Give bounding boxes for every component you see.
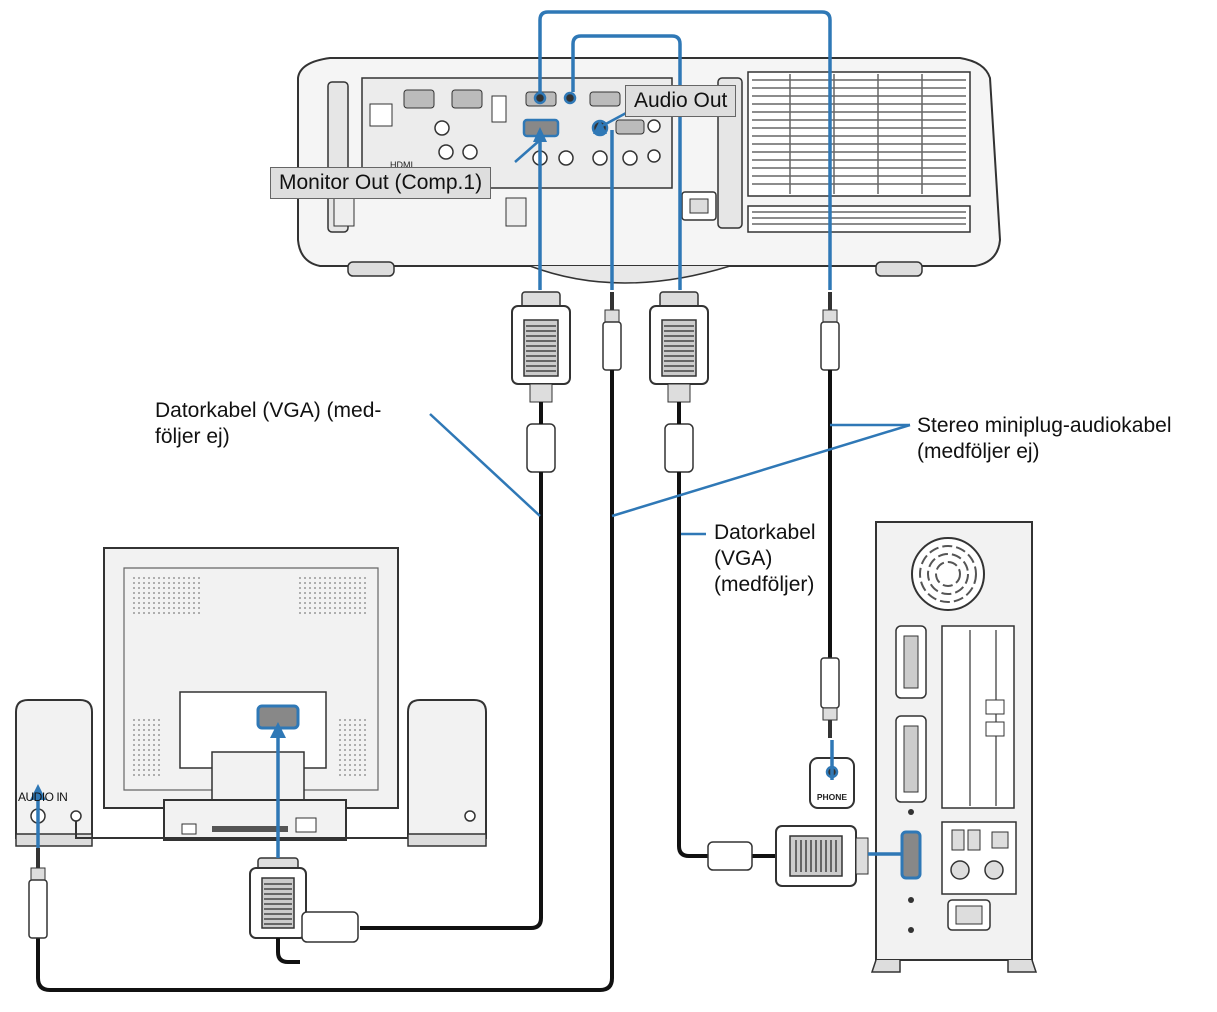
vga-plug-2 [649, 291, 709, 473]
right-speaker [407, 699, 487, 847]
highlight-lines-projector [533, 10, 832, 290]
vga-cable-not-included-label: Datorkabel (VGA) (med- följer ej) [155, 399, 382, 448]
vga-cable-included-label: Datorkabel (VGA) (medföljer) [714, 521, 816, 596]
mini-plug-phone [820, 657, 840, 738]
vga-plug-monitor [249, 857, 359, 964]
mini-plug-audio-in [28, 848, 48, 939]
cables [36, 370, 832, 992]
vga-plug-1 [511, 291, 571, 473]
computer [870, 521, 1038, 973]
phone-label: PHONE [817, 792, 848, 802]
vga-plug-computer [707, 825, 869, 887]
monitor [103, 547, 399, 841]
monitor-out-label: Monitor Out (Comp.1) [270, 167, 492, 199]
hdmi-label: HDMI [390, 160, 413, 170]
audio-out-label: Audio Out [625, 85, 737, 117]
callout-leaders [429, 110, 911, 536]
mini-plug-1 [602, 292, 622, 371]
mini-plug-2 [820, 292, 840, 371]
audio-in-label: AUDIO IN [18, 790, 68, 804]
highlight-lines-bottom [30, 722, 902, 858]
stereo-cable-label: Stereo miniplug-audiokabel (medföljer ej… [917, 414, 1172, 463]
